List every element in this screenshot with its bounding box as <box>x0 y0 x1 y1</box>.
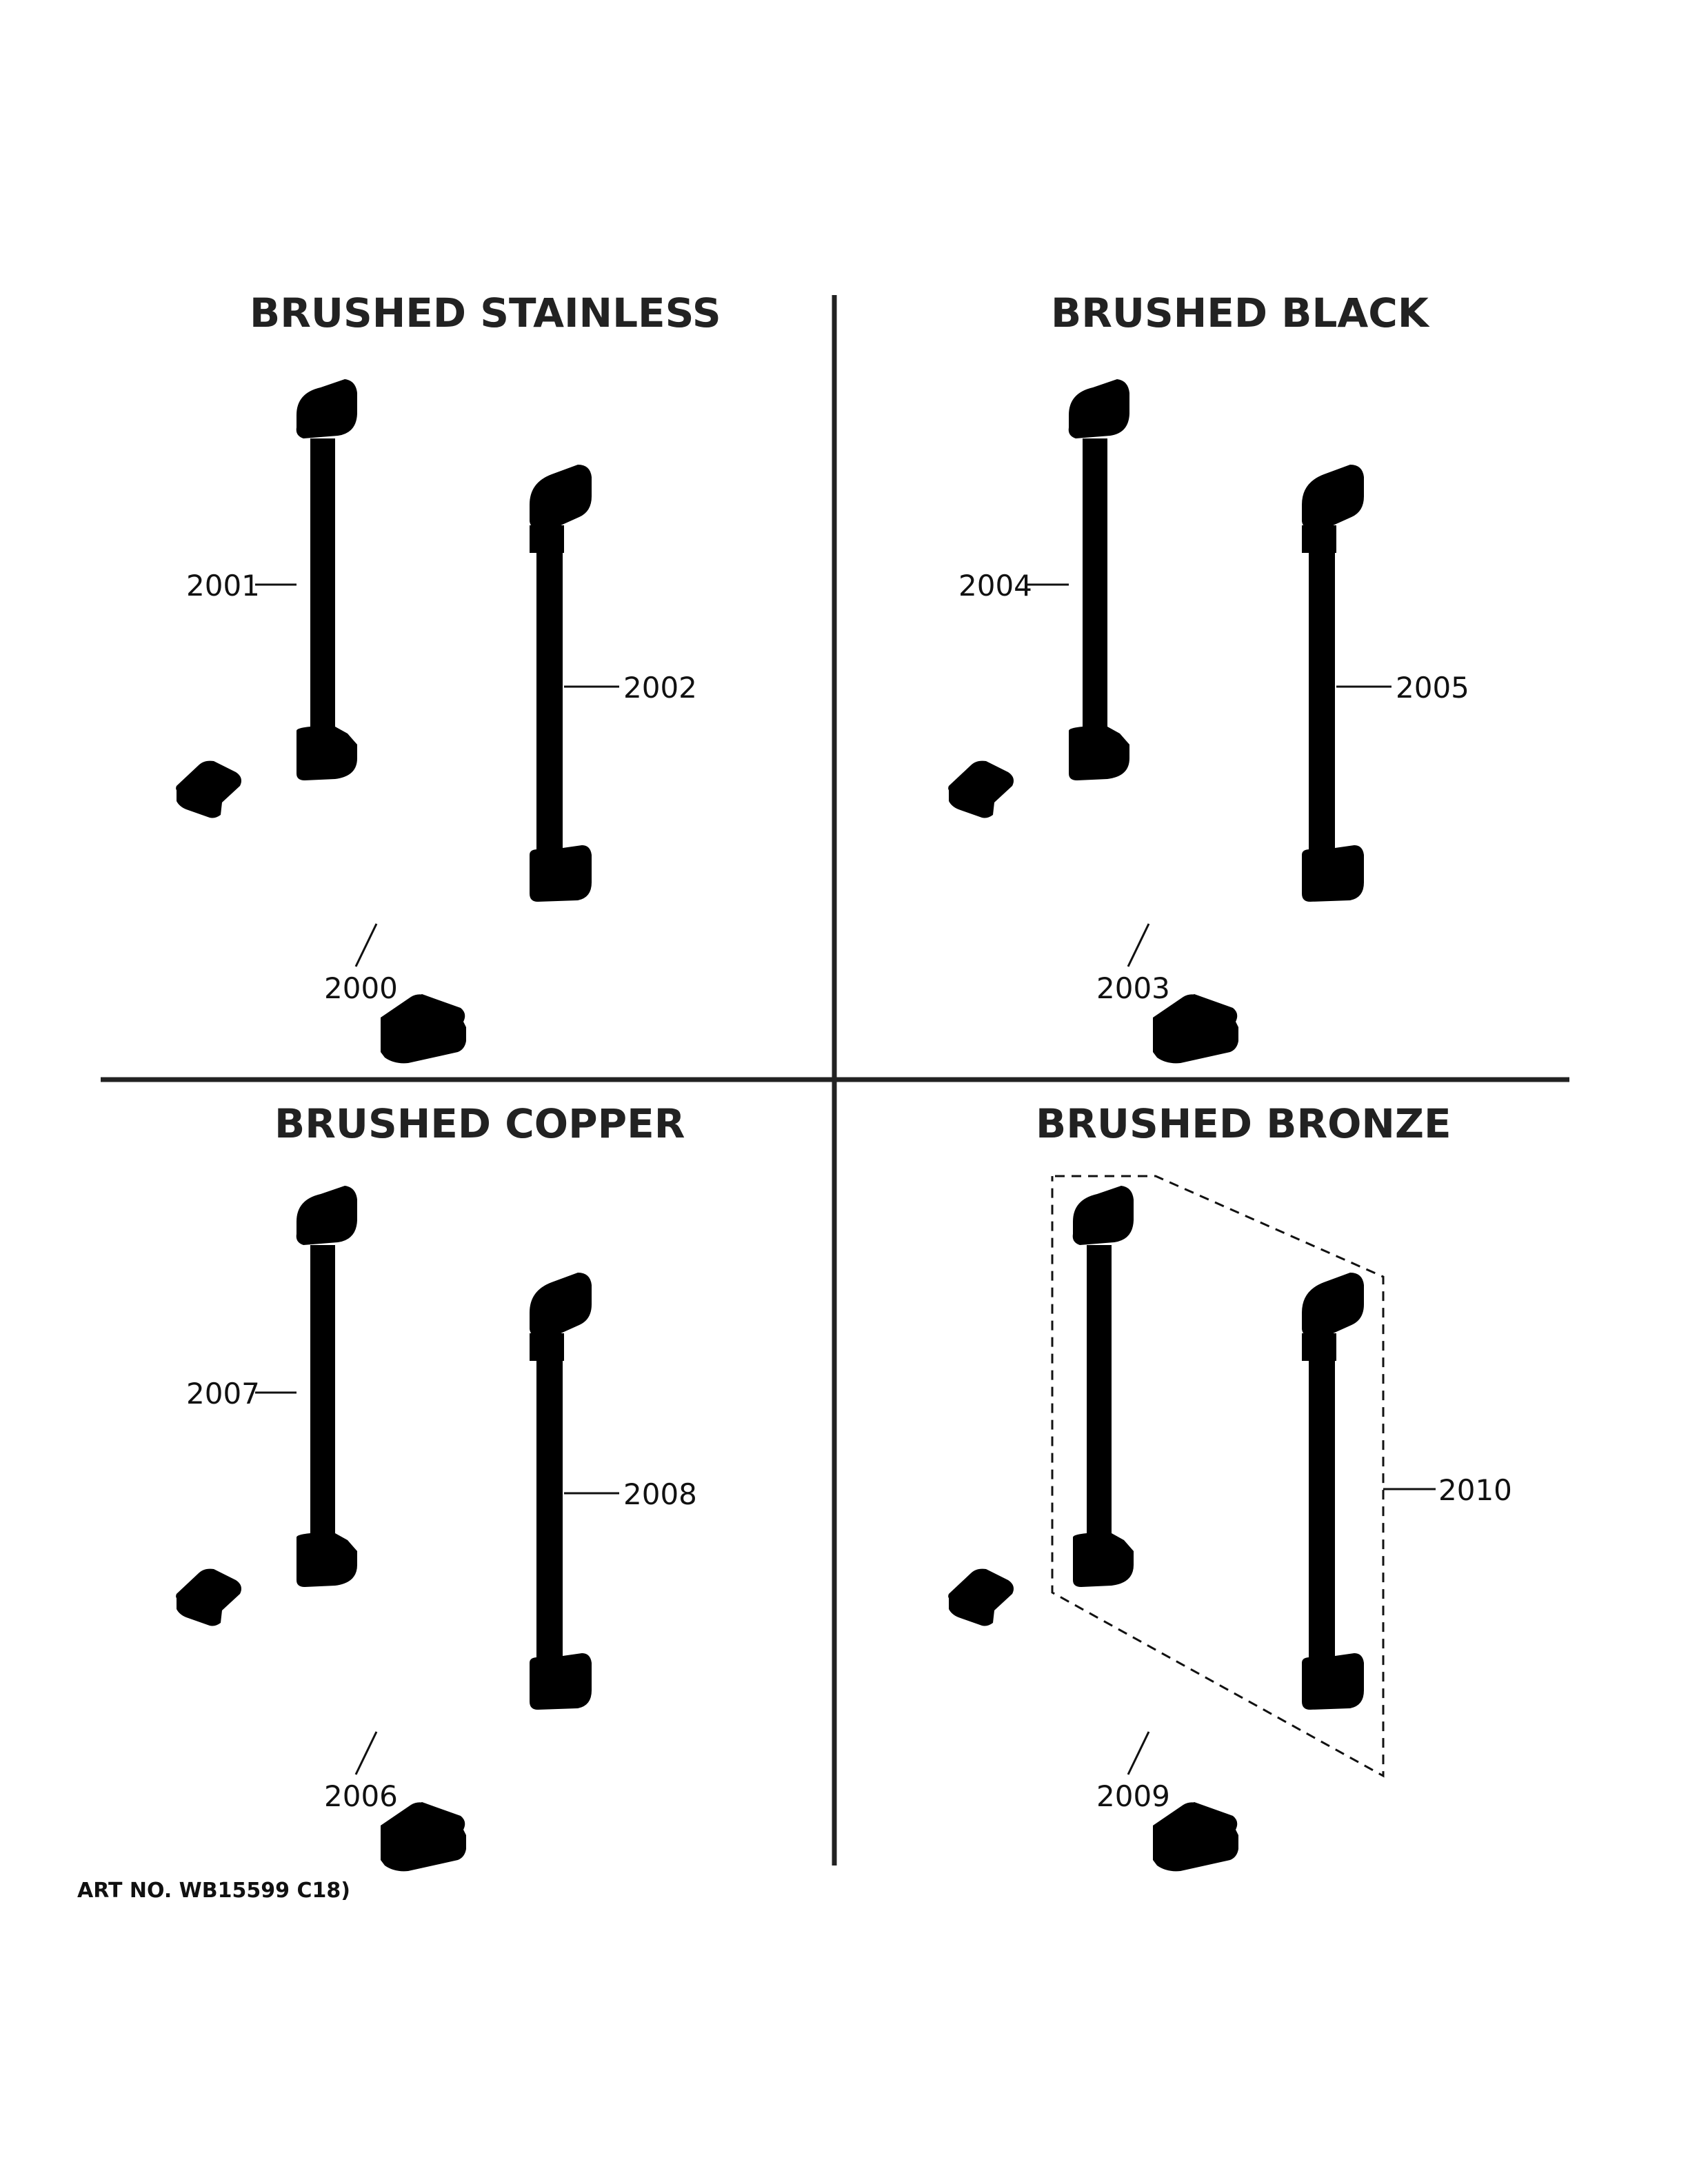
short-handle-2001 <box>296 379 357 780</box>
kit-outline-2010 <box>1051 1175 1385 1778</box>
bar-handle-2006 <box>176 1568 466 1872</box>
part-label-2003: 2003 <box>1096 971 1170 1005</box>
art-number: ART NO. WB15599 C18) <box>77 1879 350 1903</box>
leader-2009 <box>1127 1731 1150 1775</box>
bar-handle-2000 <box>176 760 466 1064</box>
part-label-2008: 2008 <box>623 1477 697 1511</box>
section-title-brushed-stainless: BRUSHED STAINLESS <box>250 290 721 336</box>
part-label-2006: 2006 <box>324 1779 398 1813</box>
section-title-brushed-copper: BRUSHED COPPER <box>274 1100 685 1147</box>
leader-2006 <box>354 1731 378 1775</box>
part-label-2004: 2004 <box>958 569 1032 603</box>
part-label-2000: 2000 <box>324 971 398 1005</box>
long-handle-bronze <box>1302 1273 1364 1710</box>
part-label-2010: 2010 <box>1438 1473 1512 1507</box>
part-label-2001: 2001 <box>186 569 260 603</box>
long-handle-2002 <box>530 465 592 902</box>
bar-handle-2003 <box>948 760 1238 1064</box>
section-title-brushed-bronze: BRUSHED BRONZE <box>1036 1100 1451 1147</box>
leader-2003 <box>1127 923 1150 967</box>
short-handle-bronze <box>1072 1186 1134 1587</box>
short-handle-2007 <box>296 1186 357 1587</box>
short-handle-2004 <box>1068 379 1129 780</box>
part-label-2009: 2009 <box>1096 1779 1170 1813</box>
leader-2000 <box>354 923 378 967</box>
long-handle-2008 <box>530 1273 592 1710</box>
part-label-2007: 2007 <box>186 1377 260 1410</box>
section-title-brushed-black: BRUSHED BLACK <box>1051 290 1430 336</box>
long-handle-2005 <box>1302 465 1364 902</box>
part-label-2002: 2002 <box>623 671 697 705</box>
part-label-2005: 2005 <box>1396 671 1469 705</box>
